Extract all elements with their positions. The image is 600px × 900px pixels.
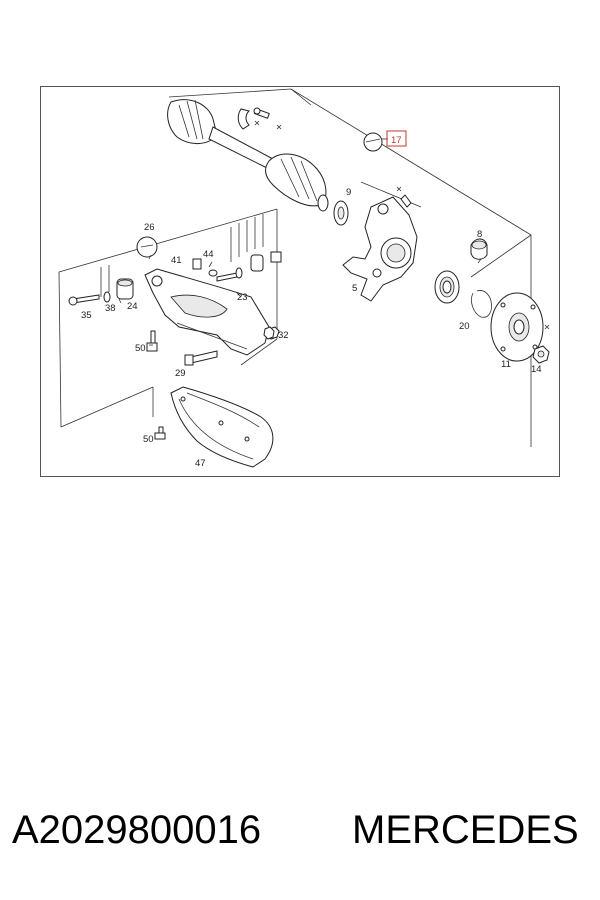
drive-shaft xyxy=(167,99,329,212)
callout-24[interactable]: 24 xyxy=(127,301,138,312)
exploded-parts-diagram: 17 9 26 41 44 8 35 38 24 23 5 32 20 50 2… xyxy=(40,86,560,477)
part-32-nut xyxy=(263,326,275,340)
part-14-nut xyxy=(532,324,550,364)
callout-32[interactable]: 32 xyxy=(278,330,289,341)
wheel-bearing xyxy=(434,270,460,304)
parts-35-38-24 xyxy=(68,278,134,306)
callout-38[interactable]: 38 xyxy=(105,303,116,314)
part-8-bushing xyxy=(470,238,488,260)
guide-lines xyxy=(58,88,532,447)
parts-41-44-fasteners xyxy=(192,251,282,282)
callout-leaders xyxy=(118,138,482,346)
callout-17[interactable]: 17 xyxy=(391,135,402,146)
callout-14[interactable]: 14 xyxy=(531,364,542,375)
callout-9[interactable]: 9 xyxy=(346,187,351,198)
part-number: A2029800016 xyxy=(12,808,262,852)
part-50-bolt-lower xyxy=(154,426,166,440)
part-17-cap xyxy=(363,132,383,152)
part-29-bolt xyxy=(184,350,218,366)
part-9-seal xyxy=(333,200,349,226)
callout-50-lower[interactable]: 50 xyxy=(143,434,154,445)
callout-29[interactable]: 29 xyxy=(175,368,186,379)
part-5-wheel-carrier xyxy=(342,186,418,302)
callout-26[interactable]: 26 xyxy=(144,222,155,233)
callout-47[interactable]: 47 xyxy=(195,458,206,469)
callout-44[interactable]: 44 xyxy=(203,249,214,260)
brand-name: MERCEDES xyxy=(352,808,579,852)
callout-8[interactable]: 8 xyxy=(477,229,482,240)
callout-35[interactable]: 35 xyxy=(81,310,92,321)
part-26-cap xyxy=(136,236,158,258)
callout-23[interactable]: 23 xyxy=(237,292,248,303)
product-caption: A2029800016 MERCEDES xyxy=(0,800,600,870)
callout-50-upper[interactable]: 50 xyxy=(135,343,146,354)
part-47-cover xyxy=(170,386,274,468)
part-20-circlip xyxy=(471,290,492,318)
callout-20[interactable]: 20 xyxy=(459,321,470,332)
retaining-clip xyxy=(237,107,282,130)
callout-11[interactable]: 11 xyxy=(501,359,511,370)
part-23-control-arm xyxy=(144,268,280,356)
callout-41[interactable]: 41 xyxy=(171,255,182,266)
part-11-hub xyxy=(490,292,544,362)
part-50-bolt-upper xyxy=(146,330,158,352)
callout-5[interactable]: 5 xyxy=(352,283,357,294)
callout-17-highlight-box xyxy=(386,130,407,147)
diagram-drawing: 17 9 26 41 44 8 35 38 24 23 5 32 20 50 2… xyxy=(58,88,550,469)
